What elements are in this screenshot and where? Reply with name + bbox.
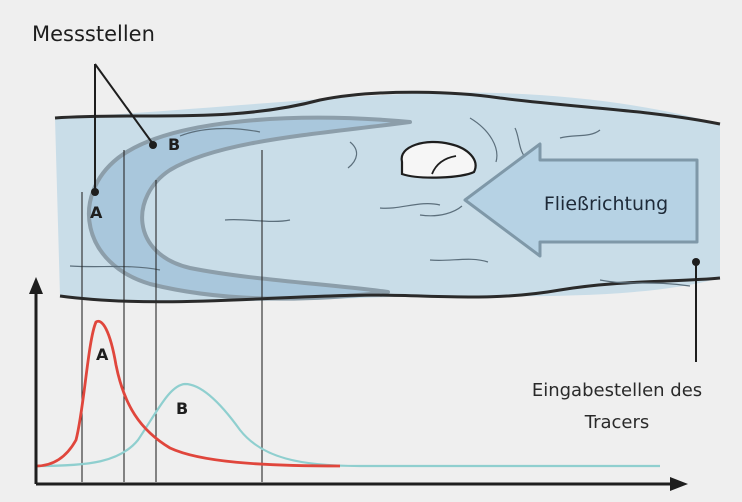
point-a-marker — [91, 188, 99, 196]
curve-b-label: B — [176, 399, 188, 418]
point-a-label: A — [90, 203, 103, 222]
point-b-marker — [149, 141, 157, 149]
point-b-label: B — [168, 135, 180, 154]
flow-direction-label: Fließrichtung — [544, 193, 668, 215]
curve-a-label: A — [96, 345, 109, 364]
measurement-points-label: Messstellen — [32, 22, 155, 46]
injection-label-line1: Eingabestellen des — [532, 380, 702, 401]
injection-label-line2: Tracers — [584, 412, 650, 433]
